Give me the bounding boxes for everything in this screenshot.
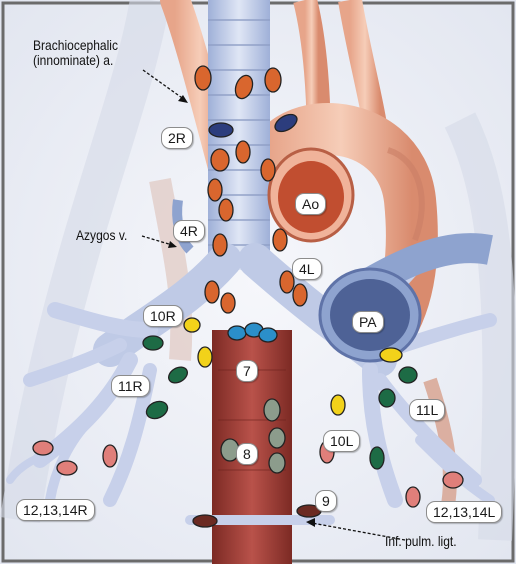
lymph-node	[379, 389, 395, 407]
lymph-node	[219, 199, 233, 221]
lymph-node	[57, 461, 77, 475]
station-9-label: 9	[315, 490, 337, 512]
lymph-node	[406, 487, 420, 507]
azygos-vein-callout: Azygos v.	[76, 228, 127, 243]
inf-pulm-ligament-callout: Inf. pulm. ligt.	[385, 534, 457, 549]
lymph-node	[195, 66, 211, 90]
lymph-node	[259, 328, 277, 342]
lymph-node	[143, 336, 163, 350]
lymph-node	[265, 68, 281, 92]
lymph-node	[269, 453, 285, 473]
station-8-label: 8	[236, 443, 258, 465]
lymph-node	[370, 447, 384, 469]
lymph-node	[208, 179, 222, 201]
lymph-node	[269, 428, 285, 448]
station-4R-label: 4R	[173, 220, 205, 242]
station-11L-label: 11L	[409, 399, 445, 421]
station-12-13-14R-label: 12,13,14R	[16, 499, 95, 521]
station-7-label: 7	[236, 360, 258, 382]
station-12-13-14L-label: 12,13,14L	[426, 501, 502, 523]
lymph-node	[228, 326, 246, 340]
station-2R-label: 2R	[161, 127, 193, 149]
lymph-node	[261, 159, 275, 181]
lymph-node	[211, 149, 229, 171]
lymph-node	[293, 284, 307, 306]
lymph-node	[198, 347, 212, 367]
brachiocephalic-artery-callout: Brachiocephalic (innominate) a.	[33, 38, 118, 68]
lymph-node	[443, 472, 463, 488]
station-10R-label: 10R	[143, 305, 183, 327]
lymph-node	[209, 123, 233, 137]
lymph-node	[380, 348, 402, 362]
lymph-node	[236, 141, 250, 163]
lymph-node	[331, 395, 345, 415]
pulmonary-artery-label: PA	[352, 311, 384, 333]
lymph-node	[33, 441, 53, 455]
lymph-node	[399, 367, 417, 383]
lymph-node	[184, 318, 200, 332]
station-10L-label: 10L	[323, 430, 360, 452]
lymph-node	[205, 281, 219, 303]
brachiocephalic-callout-text: Brachiocephalic (innominate) a.	[33, 38, 118, 68]
station-4L-label: 4L	[292, 258, 322, 280]
lymph-node	[193, 515, 217, 527]
lymph-node	[213, 234, 227, 256]
lymph-node	[273, 229, 287, 251]
lymph-node	[221, 293, 235, 313]
lymph-node	[103, 445, 117, 467]
aorta-label: Ao	[295, 193, 326, 215]
lymph-node	[264, 399, 280, 421]
station-11R-label: 11R	[111, 375, 150, 397]
